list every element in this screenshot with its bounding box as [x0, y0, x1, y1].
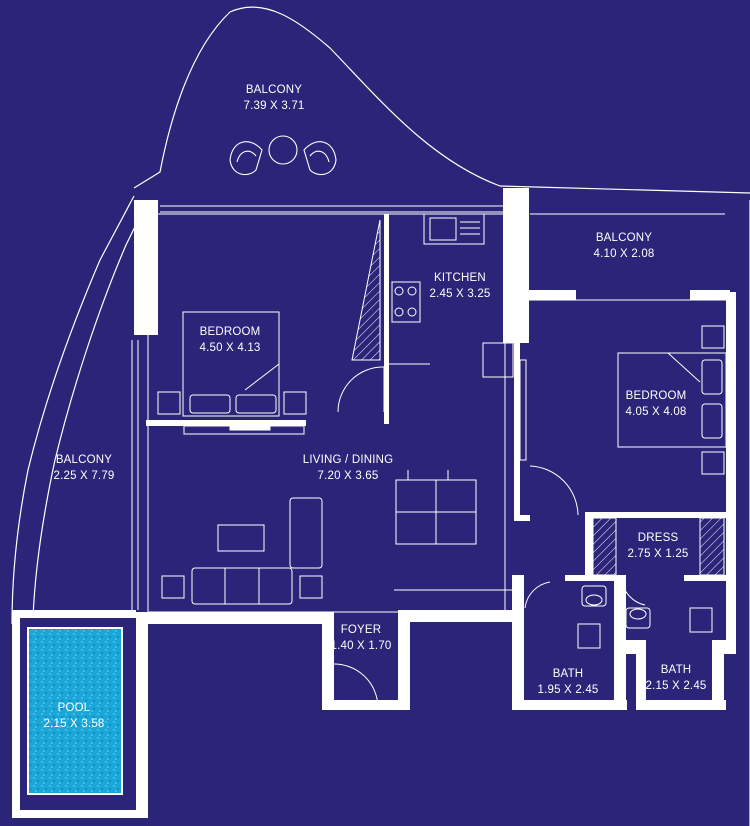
balcony-right-label: BALCONY 4.10 X 2.08: [593, 230, 654, 262]
room-size: 4.50 X 4.13: [199, 342, 261, 354]
room-size: 2.15 X 3.58: [43, 718, 105, 730]
room-size: 2.75 X 1.25: [627, 548, 689, 560]
pool-water: [27, 627, 123, 795]
pool-label: POOL 2.15 X 3.58: [43, 700, 104, 732]
balcony-left-label: BALCONY 2.25 X 7.79: [53, 452, 114, 484]
foyer-label: FOYER 1.40 X 1.70: [330, 622, 391, 654]
living-furniture: [161, 470, 477, 605]
room-name: BALCONY: [245, 84, 303, 96]
room-name: BATH: [660, 664, 692, 676]
balcony-top-label: BALCONY 7.39 X 3.71: [243, 82, 304, 114]
partitions: [147, 213, 726, 613]
dress-label: DRESS 2.75 X 1.25: [627, 530, 688, 562]
bath-fixtures: [577, 585, 713, 649]
railings: [131, 205, 725, 610]
bedroom-1-label: BEDROOM 4.50 X 4.13: [199, 324, 260, 356]
bath-1-label: BATH 1.95 X 2.45: [537, 666, 598, 698]
bath-2-label: BATH 2.15 X 2.45: [645, 662, 706, 694]
room-name: BALCONY: [595, 232, 653, 244]
kitchen-label: KITCHEN 2.45 X 3.25: [429, 270, 490, 302]
room-name: BEDROOM: [625, 390, 687, 402]
bedroom-2-label: BEDROOM 4.05 X 4.08: [625, 388, 686, 420]
outdoor-furniture: [229, 135, 337, 176]
living-label: LIVING / DINING 7.20 X 3.65: [303, 452, 394, 484]
room-name: DRESS: [637, 532, 679, 544]
room-name: BALCONY: [55, 454, 113, 466]
wardrobes: [351, 219, 725, 576]
room-name: FOYER: [340, 624, 382, 636]
walls: [12, 188, 736, 818]
room-size: 1.95 X 2.45: [537, 684, 599, 696]
room-name: KITCHEN: [434, 272, 486, 284]
doors: [331, 366, 646, 709]
room-size: 7.20 X 3.65: [317, 470, 379, 482]
room-size: 2.45 X 3.25: [429, 288, 491, 300]
room-size: 2.25 X 7.79: [53, 470, 115, 482]
room-size: 2.15 X 2.45: [645, 680, 707, 692]
room-size: 4.10 X 2.08: [593, 248, 655, 260]
bedroom-2-furniture: [519, 325, 727, 475]
room-size: 7.39 X 3.71: [243, 100, 305, 112]
room-size: 1.40 X 1.70: [330, 640, 392, 652]
room-name: POOL: [57, 702, 91, 714]
room-name: BATH: [552, 668, 584, 680]
room-size: 4.05 X 4.08: [625, 406, 687, 418]
bedroom-1-furniture: [157, 311, 307, 435]
room-name: BEDROOM: [199, 326, 261, 338]
room-name: LIVING / DINING: [302, 454, 394, 466]
kitchen-fittings: [391, 213, 514, 378]
balcony-outline: [11, 6, 750, 826]
